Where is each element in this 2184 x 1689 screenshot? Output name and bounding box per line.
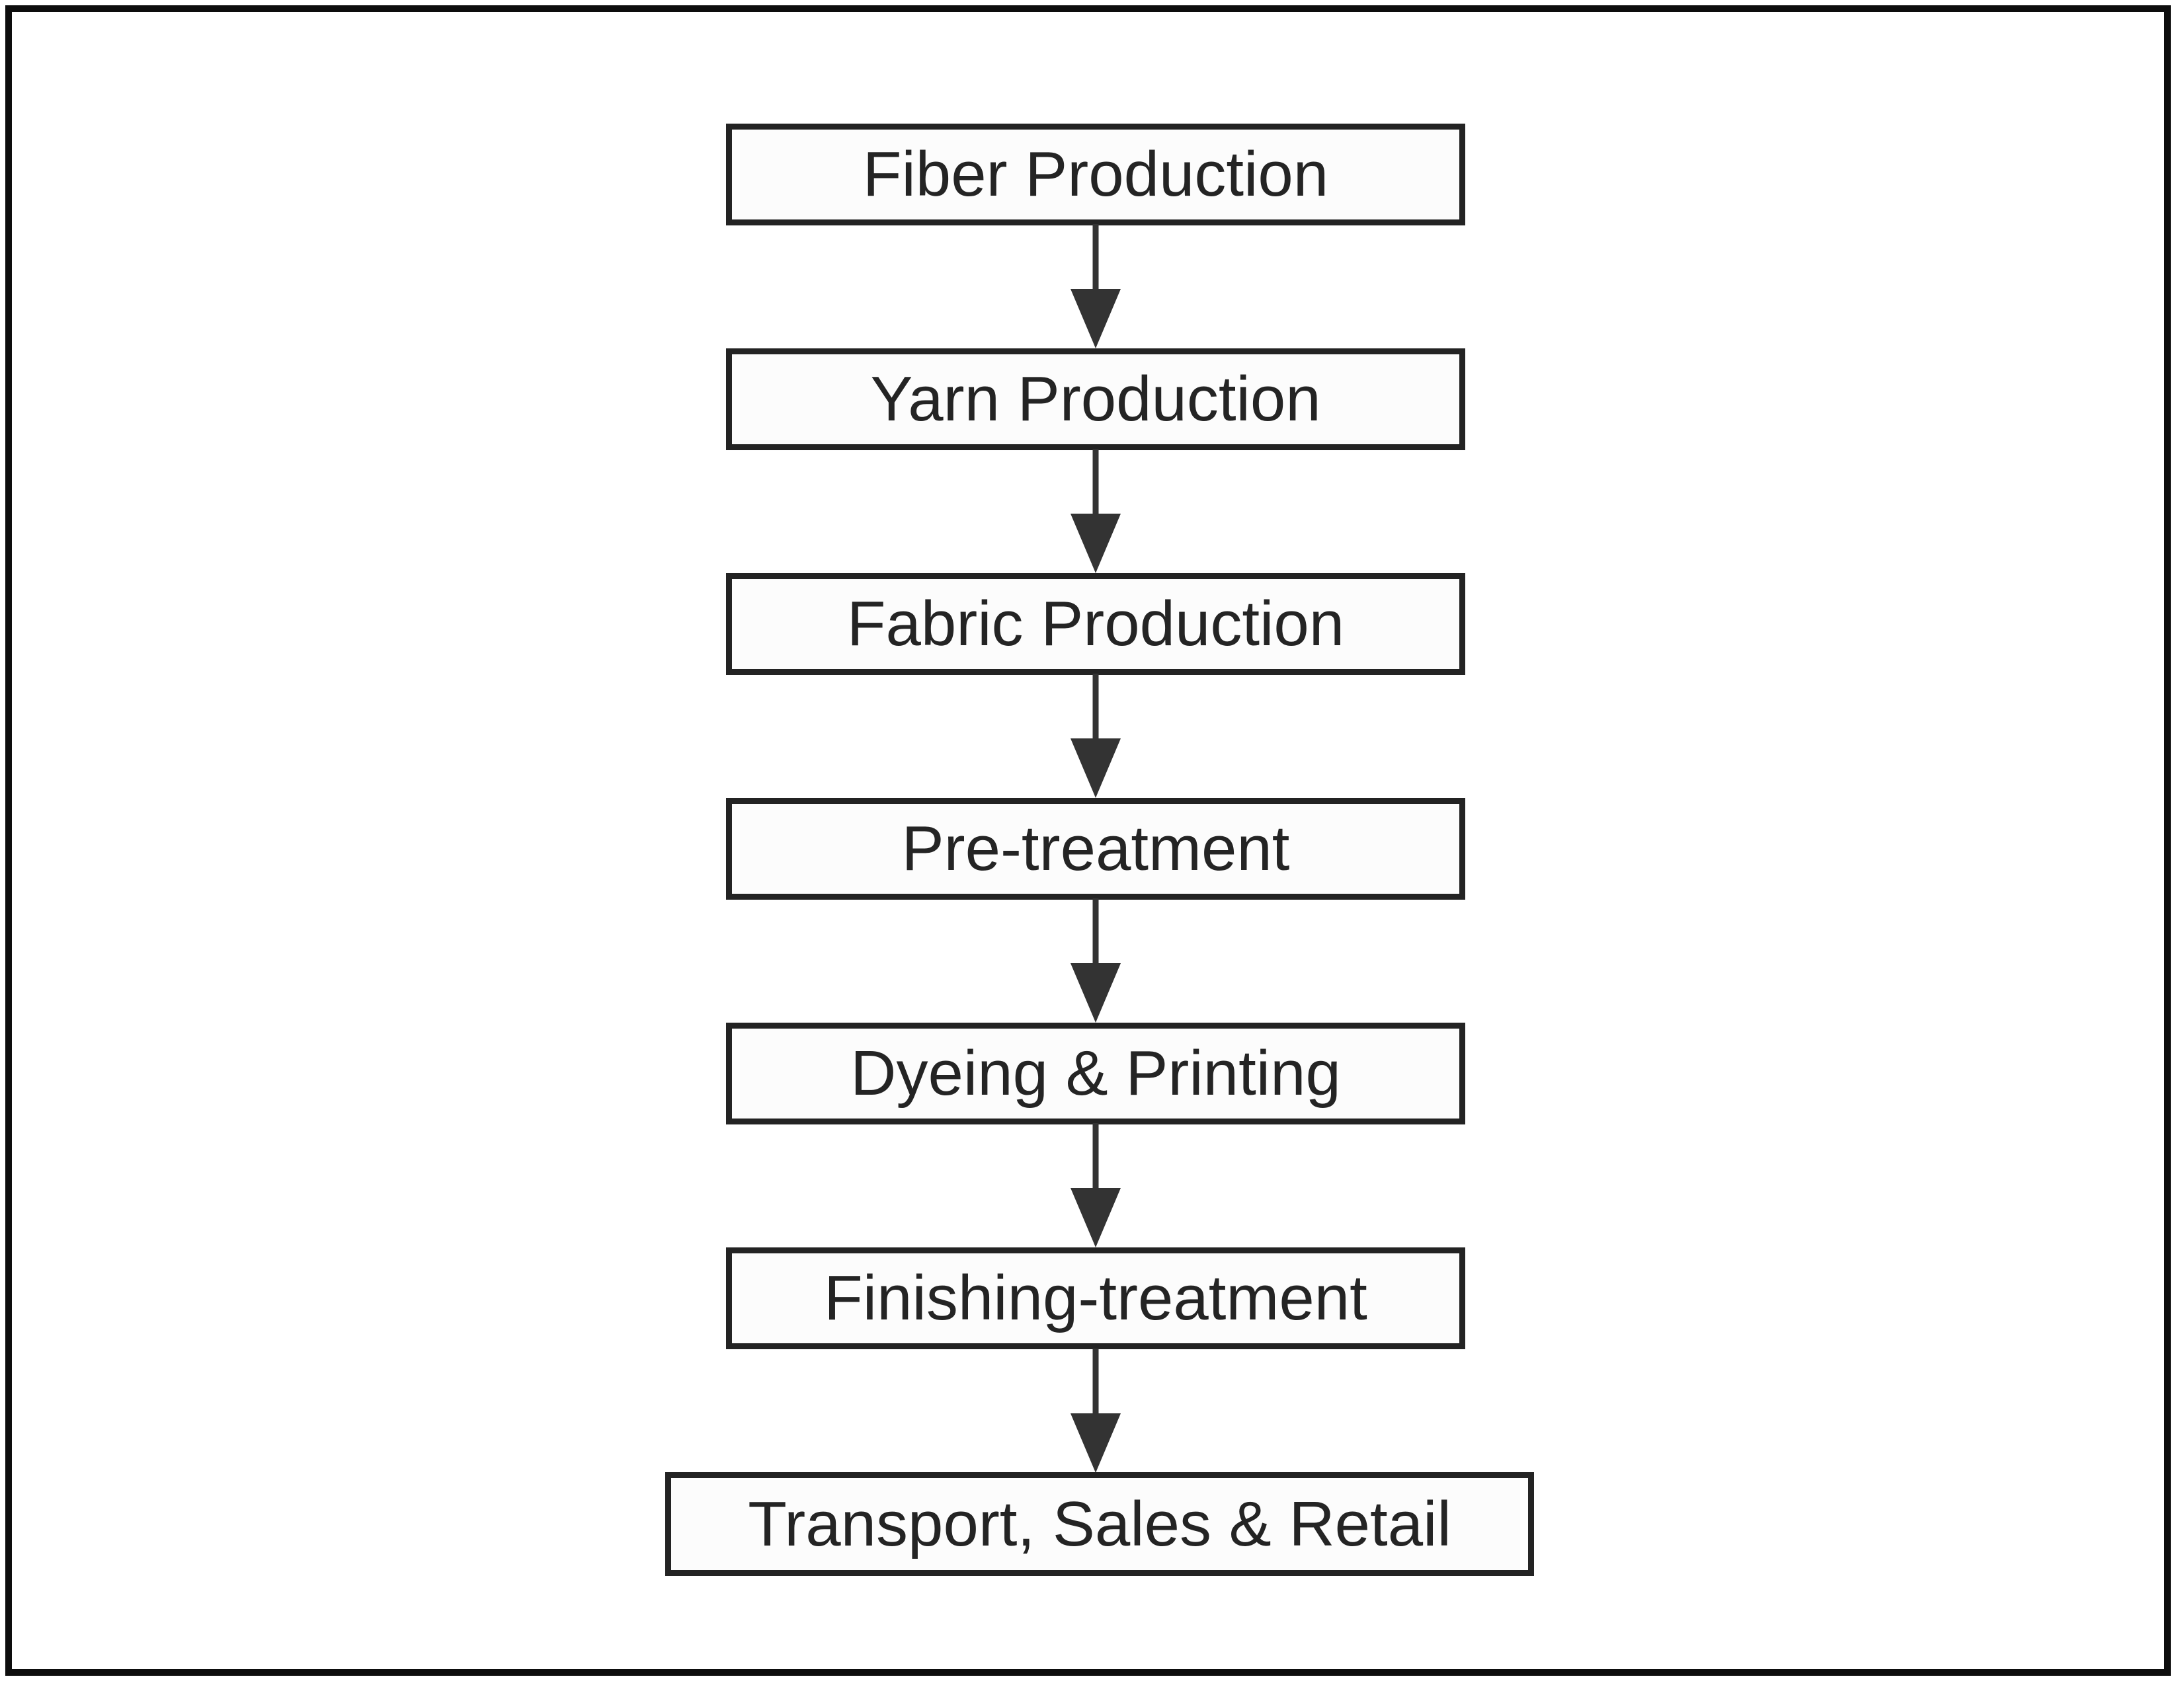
arrow-down-icon	[1071, 898, 1121, 1023]
outer-frame	[5, 5, 2171, 1676]
stage-label: Fabric Production	[846, 588, 1345, 659]
stage-fabric-production: Fabric Production	[726, 573, 1465, 675]
stage-label: Finishing-treatment	[824, 1263, 1367, 1333]
stage-transport-sales-retail: Transport, Sales & Retail	[665, 1472, 1534, 1576]
arrow-down-icon	[1071, 1349, 1121, 1473]
stage-pre-treatment: Pre-treatment	[726, 798, 1465, 900]
arrow-down-icon	[1071, 224, 1121, 348]
stage-label: Yarn Production	[870, 364, 1321, 434]
stage-label: Fiber Production	[862, 139, 1329, 210]
stage-label: Transport, Sales & Retail	[748, 1488, 1451, 1559]
arrow-down-icon	[1071, 449, 1121, 573]
arrow-down-icon	[1071, 674, 1121, 798]
stage-fiber-production: Fiber Production	[726, 124, 1465, 225]
stage-dyeing-printing: Dyeing & Printing	[726, 1023, 1465, 1124]
arrow-down-icon	[1071, 1123, 1121, 1247]
stage-finishing-treatment: Finishing-treatment	[726, 1247, 1465, 1349]
stage-label: Pre-treatment	[901, 813, 1290, 884]
stage-label: Dyeing & Printing	[850, 1038, 1341, 1109]
stage-yarn-production: Yarn Production	[726, 348, 1465, 450]
